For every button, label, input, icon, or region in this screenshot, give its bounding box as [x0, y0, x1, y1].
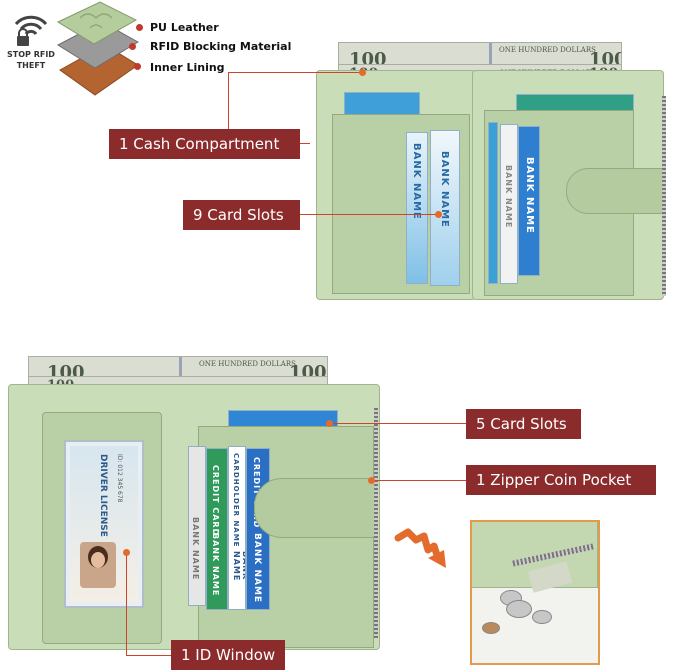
id-photo [80, 542, 116, 588]
callout-line-5cards [330, 423, 466, 424]
wallet-snap-strap [566, 168, 666, 214]
callout-line-9cards [300, 214, 438, 215]
callout-line-id-v [126, 552, 127, 655]
coin-3 [532, 610, 552, 624]
callout-dot-zipper [368, 477, 375, 484]
callout-line-cash-top [228, 72, 363, 73]
rfid-badge-line2: THEFT [16, 61, 46, 70]
arrow-icon [394, 528, 446, 568]
wallet-closed-image: 100 ONE HUNDRED DOLLARS 100 100 DRIVER L… [2, 354, 392, 654]
card-b-bank-white: BANK NAME [232, 551, 246, 582]
card-bank-4: BANK NAME [524, 157, 535, 234]
callout-line-zipper [372, 480, 466, 481]
bill-b-words: ONE HUNDRED DOLLARS [199, 360, 296, 368]
card-b-grey: BANK NAME [188, 446, 206, 606]
id-card-id-line: ID: 012 345 678 [116, 454, 123, 503]
card-b-credit: CREDIT CARD [211, 465, 220, 537]
wifi-lock-icon [14, 15, 48, 46]
card-vertical-4: BANK NAME [500, 124, 518, 284]
coin-4 [482, 622, 500, 634]
card-b-green: CREDIT CARD BANK NAME [206, 448, 228, 610]
callout-zipper-coin-pocket: 1 Zipper Coin Pocket [466, 465, 656, 495]
layer-label-lining: Inner Lining [150, 61, 225, 74]
card-b-bank-grey: BANK NAME [191, 517, 200, 581]
rfid-badge: STOP RFID THEFT [6, 8, 56, 78]
zipper-top [662, 96, 666, 296]
layer-dot-lining [134, 63, 141, 70]
card-bank-2: BANK NAME [439, 151, 450, 228]
layer-dot-pu [136, 24, 143, 31]
callout-line-id-h [126, 655, 171, 656]
callout-line-cash-h [300, 143, 310, 144]
rfid-badge-line1: STOP RFID [7, 50, 55, 59]
callout-dot-cash [359, 69, 366, 76]
card-vertical-2: BANK NAME [430, 130, 460, 286]
callout-cash-compartment: 1 Cash Compartment [109, 129, 300, 159]
callout-dot-9cards [435, 211, 442, 218]
layer-stack-illustration [50, 0, 140, 100]
layer-label-rfid: RFID Blocking Material [150, 40, 292, 53]
wallet-open-image: 100 ONE HUNDRED DOLLARS 100 100 ONE HUND… [312, 36, 676, 304]
id-window: DRIVER LICENSE ID: 012 345 678 [64, 440, 144, 608]
wallet-b-strap [254, 478, 376, 538]
id-card-title: DRIVER LICENSE [98, 454, 108, 537]
card-bank-1: BANK NAME [411, 143, 422, 220]
callout-dot-id [123, 549, 130, 556]
card-b-white: CARDHOLDER NAME BANK NAME [228, 446, 246, 610]
zipper-bottom [374, 408, 378, 638]
callout-9-card-slots: 9 Card Slots [183, 200, 300, 230]
callout-line-cash-v [228, 72, 229, 129]
card-bank-3: BANK NAME [504, 165, 513, 229]
bill-words: ONE HUNDRED DOLLARS [499, 46, 596, 54]
coin-pocket-inset [470, 520, 600, 665]
callout-5-card-slots: 5 Card Slots [466, 409, 581, 439]
card-vertical-1: BANK NAME [406, 132, 428, 284]
layer-dot-rfid [129, 43, 136, 50]
id-card: DRIVER LICENSE ID: 012 345 678 [70, 446, 138, 602]
card-vertical-5: BANK NAME [518, 126, 540, 276]
layer-label-pu: PU Leather [150, 21, 219, 34]
card-b-cardholder: CARDHOLDER NAME [232, 453, 240, 548]
card-vertical-3 [488, 122, 498, 284]
card-b-bank-green: BANK NAME [211, 533, 220, 597]
callout-id-window: 1 ID Window [171, 640, 285, 670]
coin-2 [506, 600, 532, 618]
card-b-bank-blue: BANK NAME [252, 533, 262, 604]
callout-dot-5cards [326, 420, 333, 427]
